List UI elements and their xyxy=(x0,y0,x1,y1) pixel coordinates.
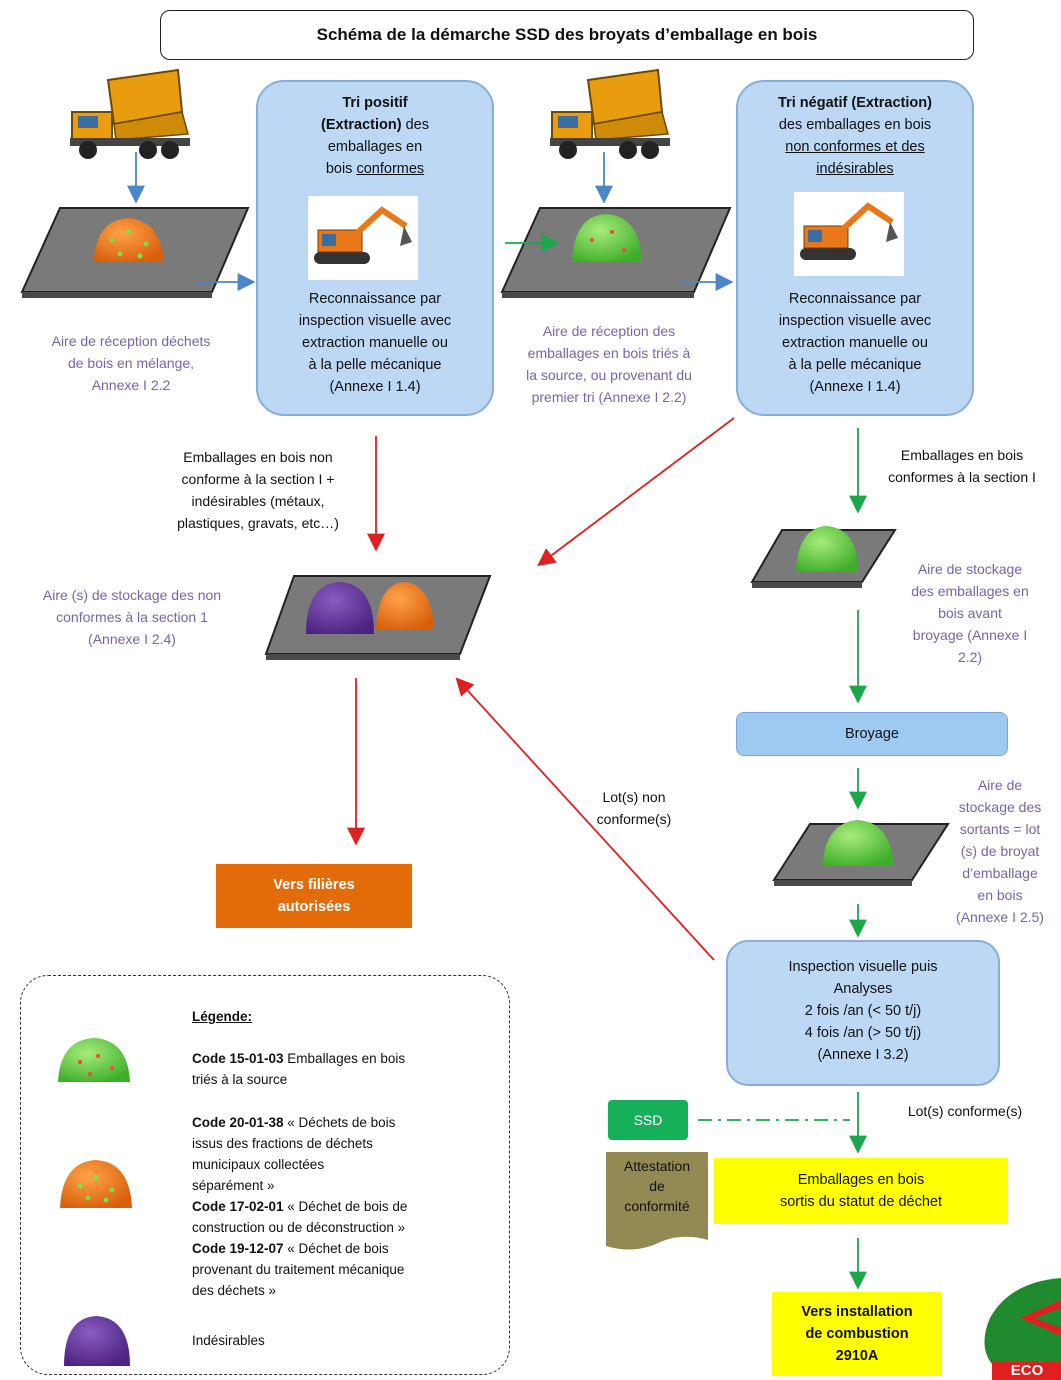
legend-item-undesirables: Indésirables xyxy=(192,1333,265,1348)
legend-purple-heap xyxy=(64,1316,130,1366)
step1-text-bois: bois xyxy=(325,161,357,177)
legend-item-sorted-packaging: Code 15-01-03 Emballages en bois triés à… xyxy=(192,1051,406,1087)
step1-desc-line: extraction manuelle ou xyxy=(302,335,448,351)
step1-title-extraction: (Extraction) xyxy=(321,117,402,133)
dump-truck-icon xyxy=(70,68,190,159)
step1-title-suffix: des xyxy=(401,117,429,133)
step-negative-sort-box: Tri négatif (Extraction) des emballages … xyxy=(736,80,974,416)
step2-desc-line: inspection visuelle avec xyxy=(778,313,932,329)
platform-output-lots xyxy=(772,820,950,886)
legend-green-heap xyxy=(58,1038,130,1082)
platform-before-crushing xyxy=(750,526,897,588)
eco-logo-text: ECO xyxy=(1010,1362,1044,1379)
crushing-step: Broyage xyxy=(736,712,1008,756)
ssd-badge: SSD xyxy=(608,1100,688,1140)
step2-text: des emballages en bois xyxy=(778,117,932,133)
step1-desc-line: à la pelle mécanique xyxy=(308,357,442,373)
excavator-icon xyxy=(308,196,418,280)
step1-text-conformes: conformes xyxy=(356,161,425,177)
legend-orange-heap xyxy=(60,1160,132,1208)
platform-nonconform-storage xyxy=(264,575,492,660)
step2-text: indésirables xyxy=(816,161,894,177)
step2-desc-line: Reconnaissance par xyxy=(788,291,922,307)
excavator-icon xyxy=(794,192,904,276)
legend-title: Légende: xyxy=(192,1009,253,1024)
attestation-document-shape xyxy=(606,1152,708,1250)
platform-sorted-waste xyxy=(500,207,732,298)
eco-logo xyxy=(984,1278,1061,1380)
step1-text: emballages en xyxy=(327,139,423,155)
step2-title: Tri négatif (Extraction) xyxy=(778,95,932,111)
step1-title: Tri positif xyxy=(342,95,408,111)
step1-desc-line: inspection visuelle avec xyxy=(298,313,452,329)
step1-desc-line: Reconnaissance par xyxy=(308,291,442,307)
legend-item-wood-waste: Code 20-01-38 « Déchets de bois issus de… xyxy=(192,1115,408,1298)
step1-desc-line: (Annexe I 1.4) xyxy=(329,379,421,395)
step2-desc-line: (Annexe I 1.4) xyxy=(809,379,901,395)
step2-desc-line: à la pelle mécanique xyxy=(788,357,922,373)
step-positive-sort-box: Tri positif (Extraction) des emballages … xyxy=(256,80,494,416)
step2-text: non conformes et des xyxy=(785,139,925,155)
label-lot-conform: Lot(s) conforme(s) xyxy=(907,1103,1023,1119)
platform-mixed-waste xyxy=(20,207,250,298)
dump-truck-icon xyxy=(550,68,670,159)
step2-desc-line: extraction manuelle ou xyxy=(782,335,928,351)
legend-box xyxy=(20,975,510,1375)
diagram-title: Schéma de la démarche SSD des broyats d’… xyxy=(160,10,974,60)
